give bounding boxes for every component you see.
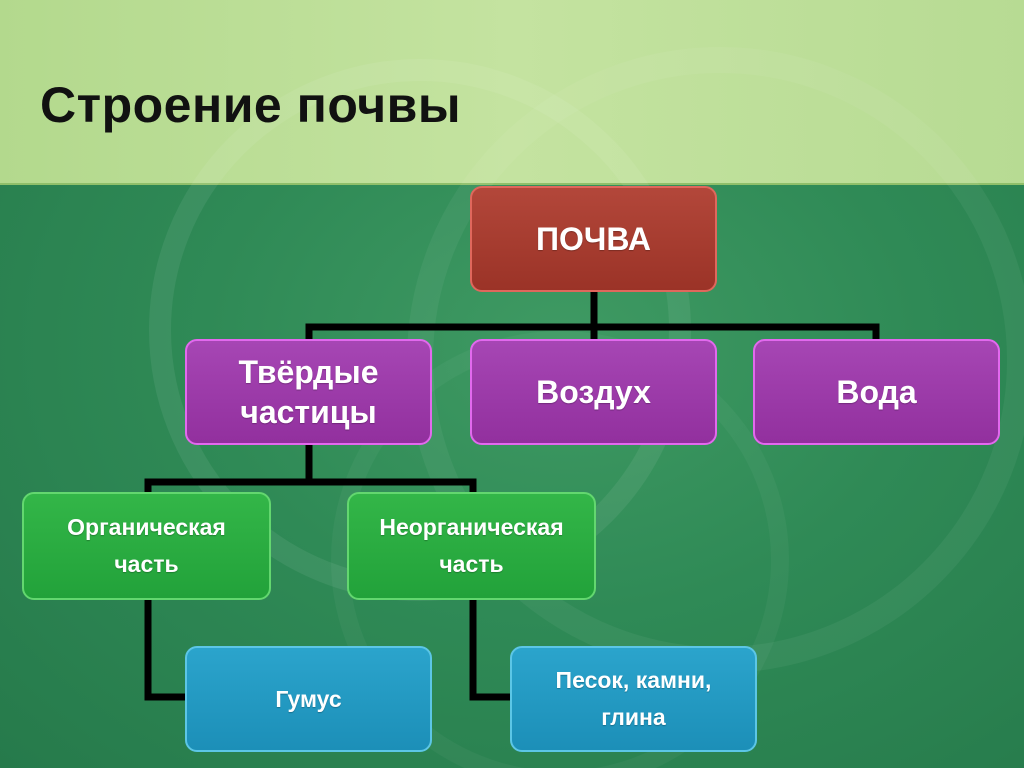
node-water: Вода [753, 339, 1000, 445]
node-inorganic-part-label: Неорганическая часть [379, 514, 564, 577]
node-humus: Гумус [185, 646, 432, 752]
slide-title: Строение почвы [40, 77, 462, 133]
connector-inorganic-to-mineral [469, 595, 514, 701]
node-solid-particles: Твёрдые частицы [185, 339, 432, 445]
node-solid-particles-label: Твёрдые частицы [238, 354, 379, 430]
node-soil-root: ПОЧВА [470, 186, 717, 292]
node-organic-part-label: Органическая часть [67, 514, 226, 577]
title-bar [0, 0, 1024, 185]
connector-organic-to-humus [144, 595, 189, 701]
node-sand-stones-clay: Песок, камни, глина [510, 646, 757, 752]
node-air: Воздух [470, 339, 717, 445]
node-humus-label: Гумус [275, 685, 342, 712]
node-inorganic-part: Неорганическая часть [347, 492, 596, 600]
connector-root-to-components [305, 287, 880, 343]
node-organic-part: Органическая часть [22, 492, 271, 600]
node-water-label: Вода [836, 374, 917, 410]
connector-solids-to-parts [144, 440, 477, 496]
node-sand-stones-clay-label: Песок, камни, глина [555, 667, 712, 730]
node-air-label: Воздух [536, 374, 651, 410]
node-soil-root-label: ПОЧВА [536, 221, 651, 257]
